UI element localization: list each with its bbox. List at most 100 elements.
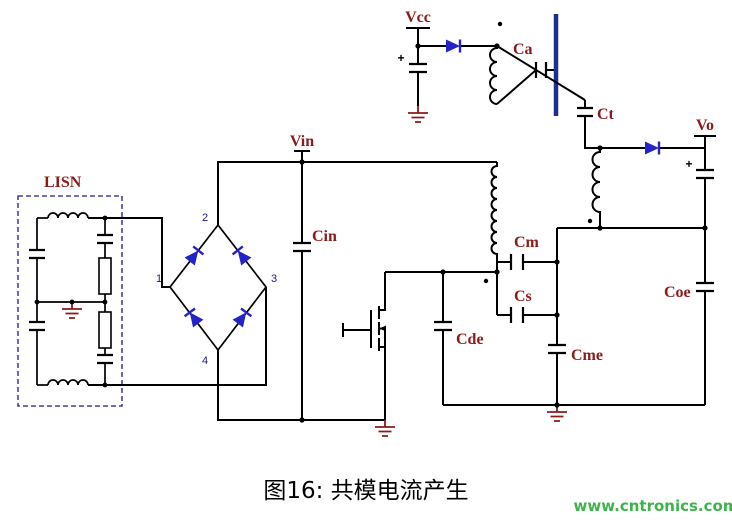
junction-dot bbox=[299, 417, 305, 423]
ground-icon bbox=[62, 302, 82, 319]
bridge-node-2: 2 bbox=[202, 212, 208, 224]
junction-dot bbox=[494, 43, 500, 49]
junction-dot bbox=[554, 312, 560, 318]
lisn-dashed-box bbox=[17, 195, 123, 407]
mosfet-symbol bbox=[342, 272, 386, 420]
diode-triangle bbox=[232, 312, 247, 328]
vo-label: Vo bbox=[696, 117, 714, 134]
lisn-label: LISN bbox=[44, 174, 82, 191]
vcc-diode-icon bbox=[446, 39, 462, 53]
earth-ground-icon bbox=[547, 405, 567, 422]
junction-dots bbox=[34, 43, 708, 423]
wire-neutral-to-bridge bbox=[88, 287, 267, 386]
capacitor-plates bbox=[577, 106, 593, 118]
bridge-node-3: 3 bbox=[271, 273, 277, 285]
junction-dot bbox=[102, 382, 108, 388]
cs-label: Cs bbox=[514, 288, 532, 305]
vcc-circuit: Vcc + bbox=[397, 9, 497, 123]
lisn-inductor-top bbox=[47, 212, 89, 219]
ground-symbol bbox=[62, 302, 82, 319]
vo-cap-plus: + bbox=[685, 157, 692, 171]
lisn-capacitors-right bbox=[97, 233, 113, 365]
ground-symbol bbox=[375, 420, 395, 437]
junction-dot bbox=[440, 269, 446, 275]
lisn-resistor-top bbox=[98, 257, 112, 295]
diode-triangle bbox=[184, 250, 199, 266]
junction-dot bbox=[494, 269, 500, 275]
vo-capacitor-plates bbox=[696, 168, 714, 180]
junction-dot bbox=[597, 225, 603, 231]
primary-polarity-dot bbox=[483, 278, 489, 284]
secondary-winding bbox=[591, 148, 601, 228]
primary-winding bbox=[490, 162, 498, 272]
bridge-node-1: 1 bbox=[156, 273, 162, 285]
diode-bar bbox=[240, 307, 253, 318]
cin-capacitor: Cin bbox=[293, 162, 337, 420]
junction-dot bbox=[102, 299, 108, 305]
diode-bar bbox=[183, 307, 196, 318]
ca-label: Ca bbox=[513, 41, 533, 58]
capacitor-plates bbox=[548, 343, 566, 355]
diode-triangle bbox=[446, 39, 460, 53]
bridge-diode-2-icon bbox=[231, 245, 252, 266]
output-circuit: Vo + Coe bbox=[600, 117, 716, 405]
secondary-polarity-dot bbox=[587, 218, 593, 224]
lisn-inductor-bottom bbox=[47, 379, 89, 386]
bridge-diamond bbox=[168, 223, 268, 352]
wire-vin-rail bbox=[217, 161, 497, 225]
coe-label: Coe bbox=[664, 284, 691, 301]
mosfet bbox=[342, 272, 386, 420]
primary-ground-icon bbox=[375, 420, 395, 437]
wire-drain-node bbox=[385, 271, 498, 315]
watermark: www.cntronics.com bbox=[574, 497, 732, 515]
wire-line-to-bridge bbox=[88, 217, 170, 288]
junction-dot bbox=[102, 215, 108, 221]
cm-capacitor: Cm bbox=[497, 234, 557, 270]
wire bbox=[600, 135, 716, 405]
junction-dot bbox=[69, 299, 75, 305]
bridge-node-4: 4 bbox=[202, 355, 208, 367]
wire bbox=[496, 45, 600, 149]
wire-negative-rail bbox=[217, 350, 385, 421]
diode-bar bbox=[192, 245, 205, 256]
cm-label: Cm bbox=[514, 234, 540, 251]
junction-dot bbox=[554, 259, 560, 265]
capacitor-plates bbox=[293, 241, 311, 253]
junction-dot bbox=[597, 145, 603, 151]
wire bbox=[406, 27, 497, 106]
cme-capacitor: Cme bbox=[548, 343, 603, 364]
junction-dot bbox=[299, 159, 305, 165]
junction-dot bbox=[415, 43, 421, 49]
capacitor-plates bbox=[509, 254, 525, 270]
junction-dot bbox=[554, 402, 560, 408]
diode-bar bbox=[231, 245, 244, 256]
transformer bbox=[483, 21, 601, 284]
diode-triangle bbox=[645, 141, 659, 155]
diode-triangle bbox=[237, 250, 252, 266]
capacitor-plates bbox=[434, 320, 452, 332]
cs-capacitor: Cs bbox=[497, 288, 557, 323]
lisn-block: LISN bbox=[17, 174, 123, 407]
bridge-rectifier: 2 1 3 4 bbox=[156, 212, 277, 367]
figure-caption: 图16: 共模电流产生 bbox=[263, 478, 468, 504]
lisn-capacitors-left bbox=[29, 248, 45, 332]
cde-capacitor: Cde bbox=[434, 272, 484, 405]
aux-winding bbox=[489, 46, 498, 105]
output-diode-icon bbox=[645, 141, 661, 155]
ground-symbol bbox=[408, 106, 428, 123]
vin-label: Vin bbox=[290, 133, 314, 150]
wire bbox=[496, 69, 554, 105]
bridge-diode-4-icon bbox=[232, 307, 253, 328]
vcc-capacitor-plates bbox=[409, 62, 427, 74]
ground-symbol bbox=[547, 405, 567, 422]
bridge-diode-3-icon bbox=[183, 307, 204, 328]
lisn-resistor-bottom bbox=[98, 311, 112, 349]
ct-capacitor: Ct bbox=[496, 45, 615, 149]
diode-triangle bbox=[189, 312, 204, 328]
mosfet-arrow bbox=[379, 325, 386, 332]
ground-icon bbox=[408, 106, 428, 123]
capacitor-plates bbox=[509, 307, 525, 323]
cme-label: Cme bbox=[571, 347, 603, 364]
